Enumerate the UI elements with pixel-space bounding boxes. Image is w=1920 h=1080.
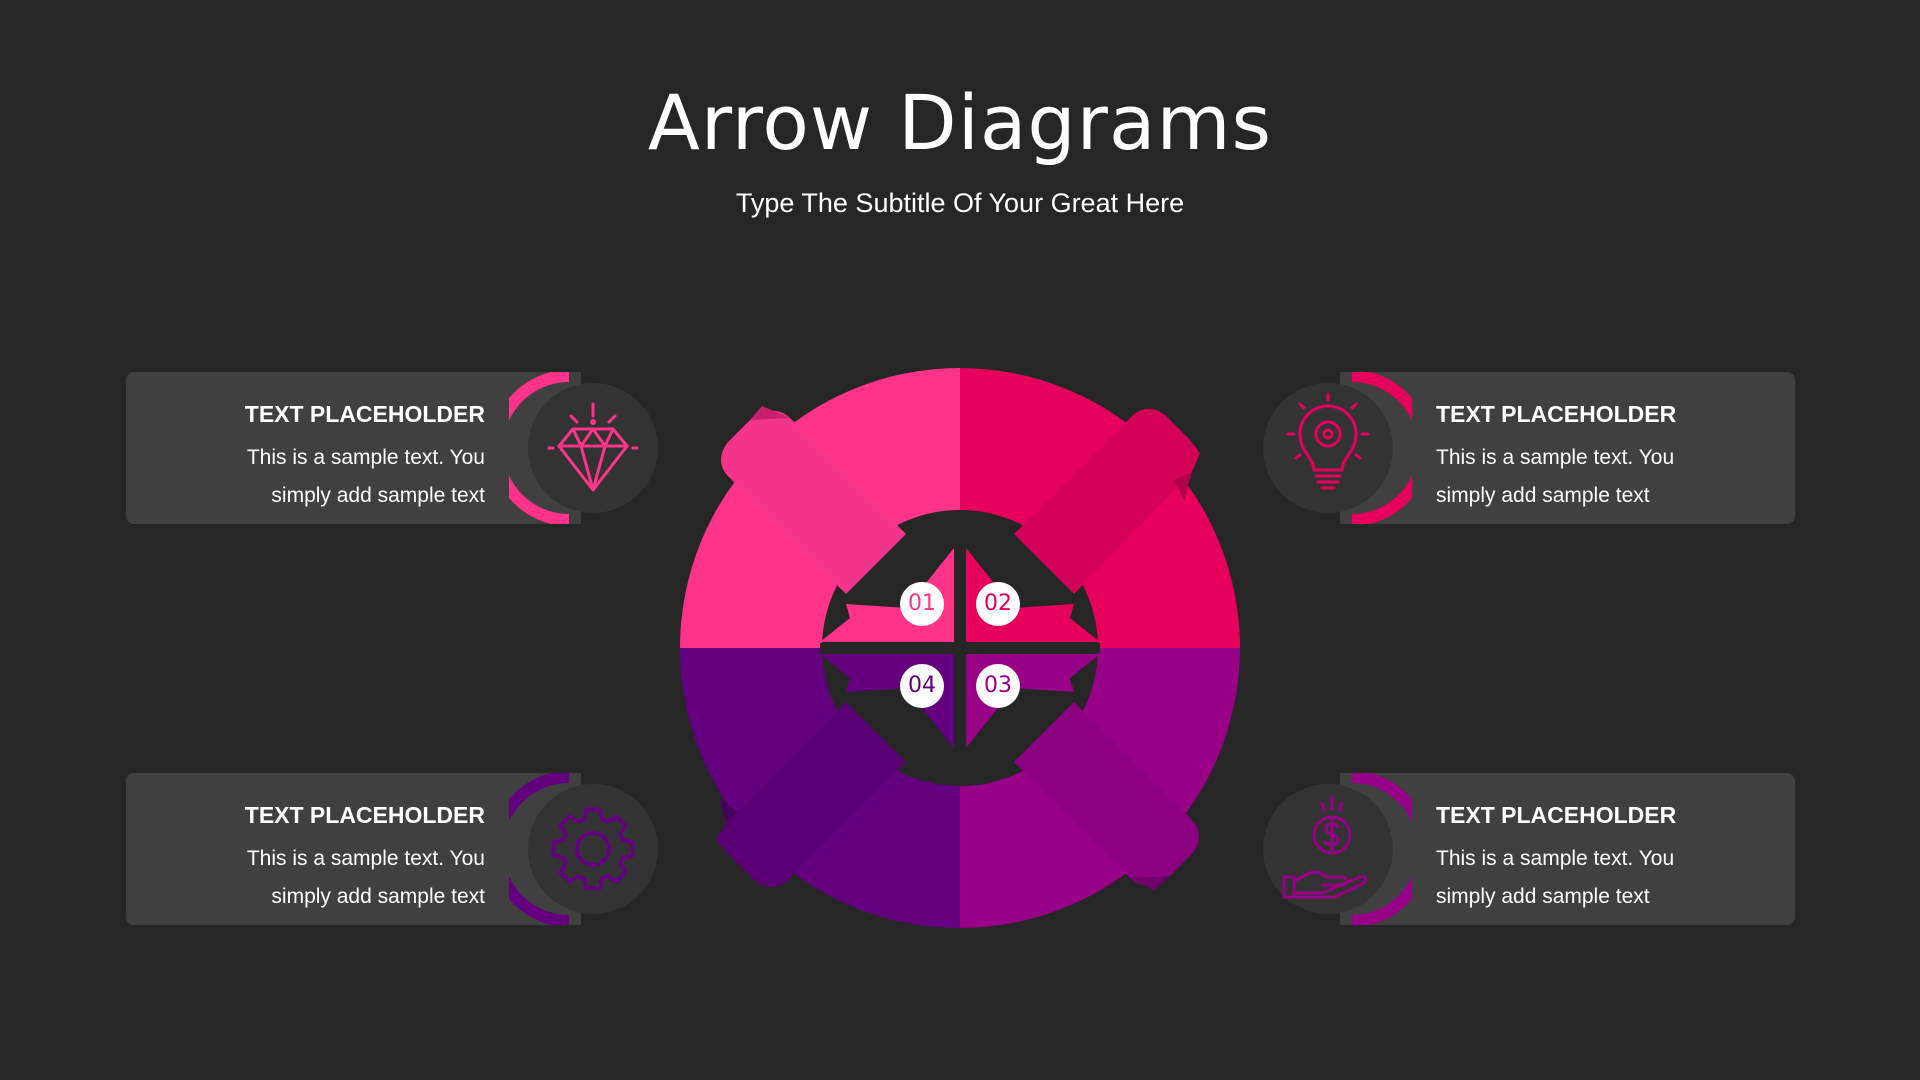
arrow-band-04: [716, 702, 906, 888]
arrow-band-03: [1014, 702, 1199, 890]
step-card-panel: [126, 773, 536, 925]
page-subtitle: Type The Subtitle Of Your Great Here: [735, 188, 1185, 218]
arrow-band-02: [1014, 408, 1200, 594]
step-heading: TEXT PLACEHOLDER: [244, 802, 485, 828]
step-card-03: TEXT PLACEHOLDER This is a sample text. …: [1260, 773, 1795, 925]
step-body-text: This is a sample text. You simply add sa…: [1436, 446, 1675, 507]
step-card-panel: [1385, 773, 1795, 925]
hand-coin-icon: [1282, 795, 1368, 899]
step-card-panel: [126, 372, 536, 524]
step-number-04: 04: [900, 664, 944, 708]
step-heading: TEXT PLACEHOLDER: [1436, 401, 1677, 427]
lightbulb-gear-icon: [1286, 392, 1370, 490]
step-heading: TEXT PLACEHOLDER: [1436, 802, 1677, 828]
arrow-diagram-graphic: [680, 368, 1240, 928]
step-ring: [1263, 773, 1412, 925]
step-body-text: This is a sample text. You simply add sa…: [246, 446, 485, 507]
step-ring: [1263, 372, 1412, 524]
step-ring: [509, 372, 658, 524]
step-body-text: This is a sample text. You simply add sa…: [246, 847, 485, 908]
step-number-01: 01: [900, 582, 944, 626]
step-card-panel: [1385, 372, 1795, 524]
gear-icon: [551, 807, 635, 891]
step-heading: TEXT PLACEHOLDER: [244, 401, 485, 427]
diamond-icon: [547, 402, 639, 492]
step-card-02: TEXT PLACEHOLDER This is a sample text. …: [1260, 372, 1795, 524]
step-body-text: This is a sample text. You simply add sa…: [1436, 847, 1675, 908]
arrow-diagram: 01 02 03 04: [680, 368, 1250, 938]
step-card-04: TEXT PLACEHOLDER This is a sample text. …: [126, 773, 661, 925]
page-title: Arrow Diagrams: [647, 78, 1273, 167]
step-number-03: 03: [976, 664, 1020, 708]
step-number-02: 02: [976, 582, 1020, 626]
arrow-band-01: [721, 406, 906, 594]
step-ring: [509, 773, 658, 925]
step-card-01: TEXT PLACEHOLDER This is a sample text. …: [126, 372, 661, 524]
